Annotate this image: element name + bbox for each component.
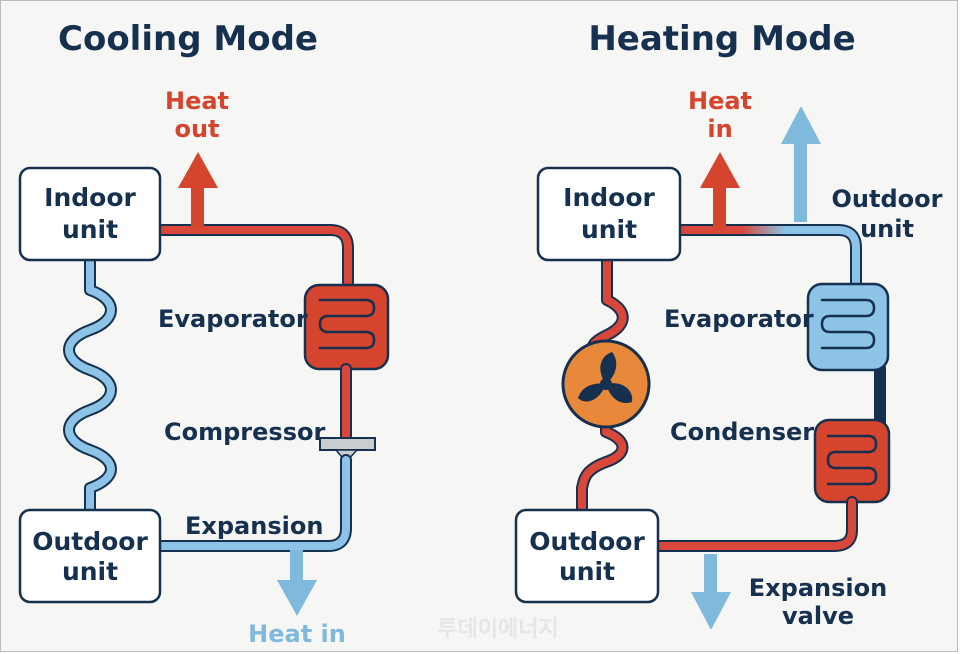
cooling-heat-in-label: Heat in [248,620,346,648]
cooling-outdoor-label-2: unit [62,557,118,586]
heating-fan-icon [561,339,651,429]
heating-outdoor-label-1: Outdoor [832,185,943,213]
heating-outdoor-label-1: Outdoor [529,527,645,556]
heating-condenser-coil [813,418,891,504]
heating-diagram: Heat in Outdoor unit Evaporator Condense… [514,87,943,630]
heating-left-lower-pipe [576,404,629,518]
heating-expansion-arrow-icon [691,554,731,630]
cooling-expansion-label: Expansion [185,512,323,540]
cooling-evaporator-label: Evaporator [158,305,308,333]
watermark: 투데이에너지 [437,617,558,642]
heating-condenser-label: Condenser [670,418,814,446]
heating-indoor-label-1: Indoor [563,183,655,212]
cooling-indoor-unit-box: Indoor unit [18,166,162,262]
cooling-title: Cooling Mode [58,19,318,59]
cooling-diagram: Heat out Evaporator Compressor Expansion [18,87,390,648]
heating-outdoor-unit-box: Outdoor unit [514,508,660,604]
cooling-heat-out-arrow-icon [178,152,218,230]
cooling-heat-in-arrow-icon [277,550,317,616]
cooling-indoor-label-2: unit [62,215,118,244]
heating-expansion-label-2: valve [782,602,854,630]
heating-top-pipe [674,224,862,294]
heating-indoor-label-2: unit [581,215,637,244]
heating-expansion-label-1: Expansion [749,574,887,602]
cooling-top-pipe [154,224,354,294]
heating-outdoor-arrow-icon [781,106,821,222]
cooling-heat-out-label-2: out [174,115,219,143]
cooling-bottom-pipe [154,454,352,552]
heating-outdoor-label-2: unit [559,557,615,586]
cooling-outdoor-label-1: Outdoor [32,527,148,556]
cooling-outdoor-unit-box: Outdoor unit [18,508,162,604]
cooling-evaporator-coil [303,283,390,371]
cooling-compressor-connector [319,437,376,464]
heating-bottom-pipe [652,496,858,552]
heating-evaporator-label: Evaporator [664,305,814,333]
heating-heat-in-label-1: Heat [688,87,752,115]
heating-heat-in-label-2: in [707,115,732,143]
cooling-compressor-label: Compressor [164,418,325,446]
heating-indoor-unit-box: Indoor unit [536,166,682,262]
cooling-indoor-label-1: Indoor [44,183,136,212]
cooling-left-coil-pipe [63,256,117,518]
heating-title: Heating Mode [588,19,855,59]
heating-heat-in-arrow-icon [700,152,740,230]
heating-evaporator-coil [806,282,890,372]
cooling-heat-out-label-1: Heat [165,87,229,115]
heating-outdoor-label-2: unit [860,215,914,243]
